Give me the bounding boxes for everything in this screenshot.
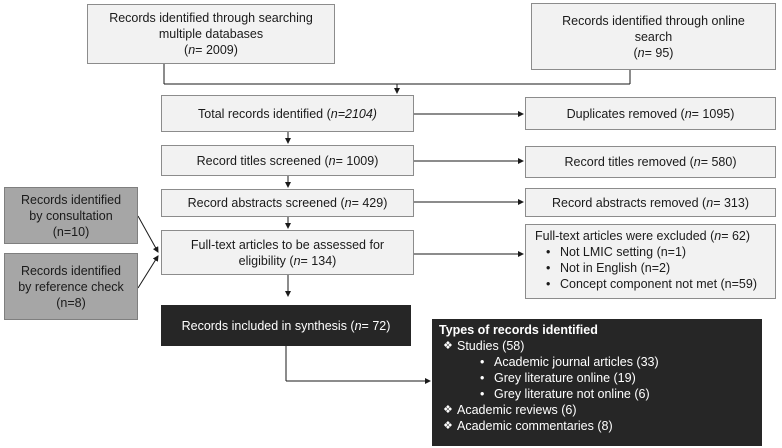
box-duplicates-removed: Duplicates removed (n= 1095)	[525, 97, 776, 130]
study-type-item: Grey literature not online (6)	[480, 386, 761, 402]
box-titles-screened: Record titles screened (n= 1009)	[161, 145, 414, 176]
box-fulltext-excluded: Full-text articles were excluded (n= 62)…	[525, 224, 776, 299]
fulltext-line2: eligibility (n= 134)	[238, 253, 337, 268]
fulltext-line1: Full-text articles to be assessed for	[190, 237, 385, 252]
titles-removed-text: Record titles removed (n= 580)	[564, 155, 737, 169]
consultation-count: (n=10)	[52, 224, 90, 239]
excluded-reason: Not LMIC setting (n=1)	[546, 244, 775, 260]
reference-count: (n=8)	[56, 295, 86, 310]
excluded-title: Full-text articles were excluded (n= 62)	[535, 229, 751, 243]
record-types-title: Types of records identified	[439, 323, 598, 337]
consultation-line2: by consultation	[29, 208, 113, 223]
record-types-list: Studies (58)	[439, 338, 761, 354]
arrow-consultation-to-fulltext	[137, 215, 159, 253]
box-abstracts-screened: Record abstracts screened (n= 429)	[161, 189, 414, 217]
online-line2: search	[634, 29, 673, 44]
study-type-item: Grey literature online (19)	[480, 370, 761, 386]
database-count: (n= 2009)	[184, 43, 238, 57]
online-count: (n= 95)	[633, 45, 674, 60]
excluded-reason: Concept component not met (n=59)	[546, 276, 775, 292]
total-text: Total records identified (n=2104)	[198, 106, 377, 121]
included-text: Records included in synthesis (n= 72)	[181, 318, 391, 333]
box-reference-check: Records identified by reference check (n…	[4, 253, 138, 320]
study-type-item: Academic journal articles (33)	[480, 354, 761, 370]
arrow-reference-to-fulltext	[137, 255, 159, 289]
record-type-studies: Studies (58)	[443, 338, 761, 354]
study-types-list: Academic journal articles (33) Grey lite…	[439, 354, 761, 402]
box-titles-removed: Record titles removed (n= 580)	[525, 146, 776, 178]
consultation-line1: Records identified	[20, 192, 122, 207]
box-abstracts-removed: Record abstracts removed (n= 313)	[525, 188, 776, 217]
box-fulltext-assessed: Full-text articles to be assessed for el…	[161, 230, 414, 275]
reference-line2: by reference check	[18, 279, 124, 294]
excluded-reasons-list: Not LMIC setting (n=1) Not in English (n…	[535, 244, 775, 292]
box-consultation: Records identified by consultation (n=10…	[4, 187, 138, 244]
reference-line1: Records identified	[20, 263, 122, 278]
database-line1: Records identified through searching	[109, 11, 313, 25]
titles-screened-text: Record titles screened (n= 1009)	[196, 153, 379, 168]
record-type-reviews: Academic reviews (6)	[443, 402, 761, 418]
excluded-reason: Not in English (n=2)	[546, 260, 775, 276]
online-line1: Records identified through online	[562, 13, 745, 28]
database-line2: multiple databases	[158, 27, 264, 41]
box-online-records: Records identified through online search…	[531, 3, 776, 70]
record-type-commentaries: Academic commentaries (8)	[443, 418, 761, 434]
abstracts-screened-text: Record abstracts screened (n= 429)	[187, 196, 388, 210]
abstracts-removed-text: Record abstracts removed (n= 313)	[552, 195, 749, 210]
duplicates-text: Duplicates removed (n= 1095)	[566, 106, 735, 121]
box-database-records: Records identified through searching mul…	[87, 4, 335, 64]
box-record-types: Types of records identified Studies (58)…	[432, 319, 762, 446]
record-types-list-more: Academic reviews (6) Academic commentari…	[439, 402, 761, 434]
box-total-records: Total records identified (n=2104)	[161, 95, 414, 132]
box-records-included: Records included in synthesis (n= 72)	[161, 305, 411, 346]
